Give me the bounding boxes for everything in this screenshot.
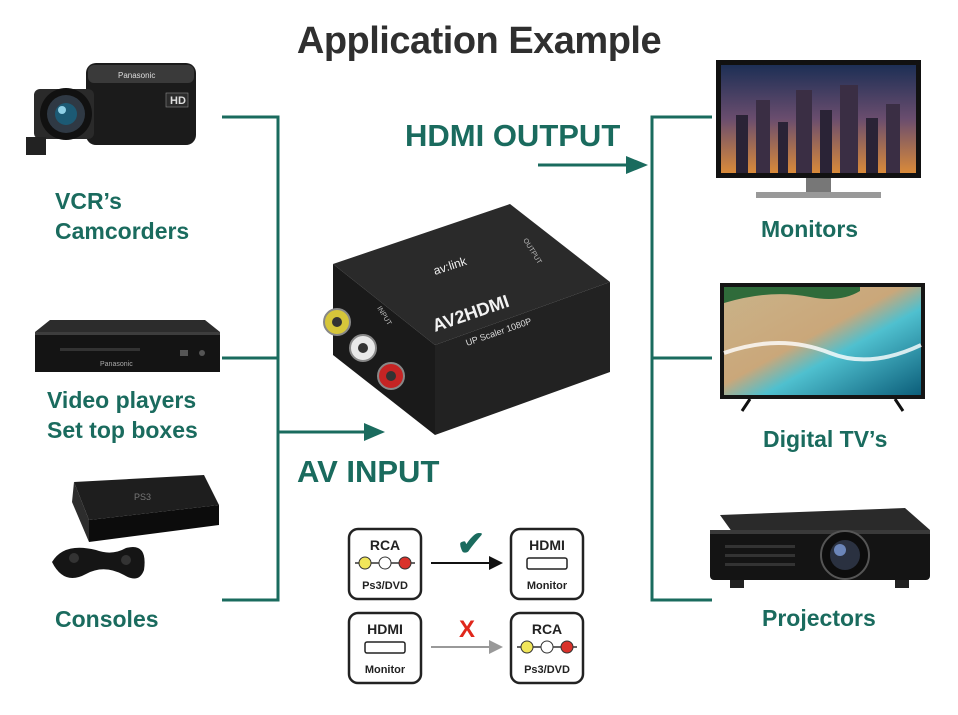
monitor-image: [716, 60, 921, 198]
console-brand: PS3: [134, 492, 151, 502]
source-label-console: Consoles: [55, 606, 159, 632]
compat-x-icon: X: [459, 616, 475, 643]
player-label-line2: Set top boxes: [47, 417, 198, 443]
player-brand: Panasonic: [100, 361, 133, 368]
bad-to-label: RCA: [532, 621, 562, 637]
output-label-monitor: Monitors: [761, 216, 859, 242]
ok-to-sublabel: Monitor: [527, 580, 568, 592]
player-label-line1: Video players: [47, 387, 197, 413]
bad-to-sublabel: Ps3/DVD: [524, 664, 570, 676]
hdmi-output-label: HDMI OUTPUT: [405, 118, 621, 153]
tv-image: [720, 283, 925, 412]
page-title: Application Example: [296, 20, 662, 62]
video-player-image: Panasonic: [35, 320, 220, 372]
camcorder-image: Panasonic HD: [26, 63, 196, 155]
camcorder-brand: Panasonic: [118, 71, 155, 80]
camcorder-label-line1: VCR’s: [55, 188, 122, 214]
console-image: PS3: [52, 475, 219, 579]
output-label-projector: Projectors: [762, 605, 876, 631]
source-label-camcorder: VCR’s Camcorders: [55, 186, 189, 246]
camcorder-hd: HD: [170, 95, 186, 107]
ok-from-sublabel: Ps3/DVD: [362, 580, 408, 592]
output-label-tv: Digital TV’s: [763, 426, 888, 452]
ok-from-label: RCA: [370, 537, 400, 553]
bad-from-label: HDMI: [367, 621, 403, 637]
source-label-player: Video players Set top boxes: [47, 385, 198, 445]
av-input-label: AV INPUT: [297, 454, 440, 489]
bad-from-sublabel: Monitor: [365, 664, 406, 676]
compatibility-diagram: RCA Ps3/DVD ✔ HDMI Monitor HDMI Monitor …: [347, 525, 585, 685]
camcorder-label-line2: Camcorders: [55, 218, 190, 244]
ok-to-label: HDMI: [529, 537, 565, 553]
projector-image: [710, 508, 930, 588]
av2hdmi-device-image: av:link AV2HDMI UP Scaler 1080P INPUT OU…: [323, 204, 610, 435]
compat-check-icon: ✔: [457, 525, 486, 563]
